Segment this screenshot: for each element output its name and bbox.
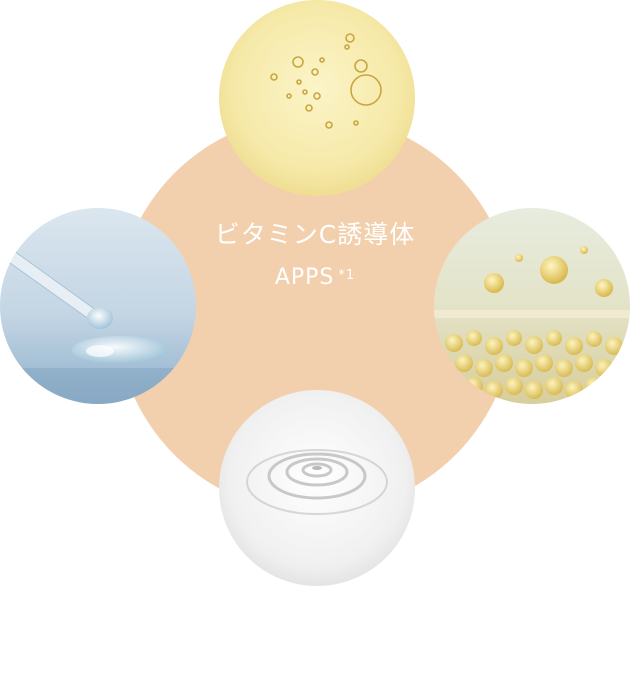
- center-label: ビタミンC誘導体 APPS*1: [116, 212, 514, 298]
- water-ripple-image: [219, 390, 415, 586]
- center-title: ビタミンC誘導体: [214, 220, 416, 249]
- oil-droplets-image: [219, 0, 415, 196]
- gel-bubbles-image: [434, 208, 630, 404]
- center-subtitle-row: APPS*1: [116, 258, 514, 298]
- center-subtitle: APPS: [274, 265, 335, 290]
- footnote-marker: *1: [338, 268, 356, 283]
- dropper-serum-image: [0, 208, 196, 404]
